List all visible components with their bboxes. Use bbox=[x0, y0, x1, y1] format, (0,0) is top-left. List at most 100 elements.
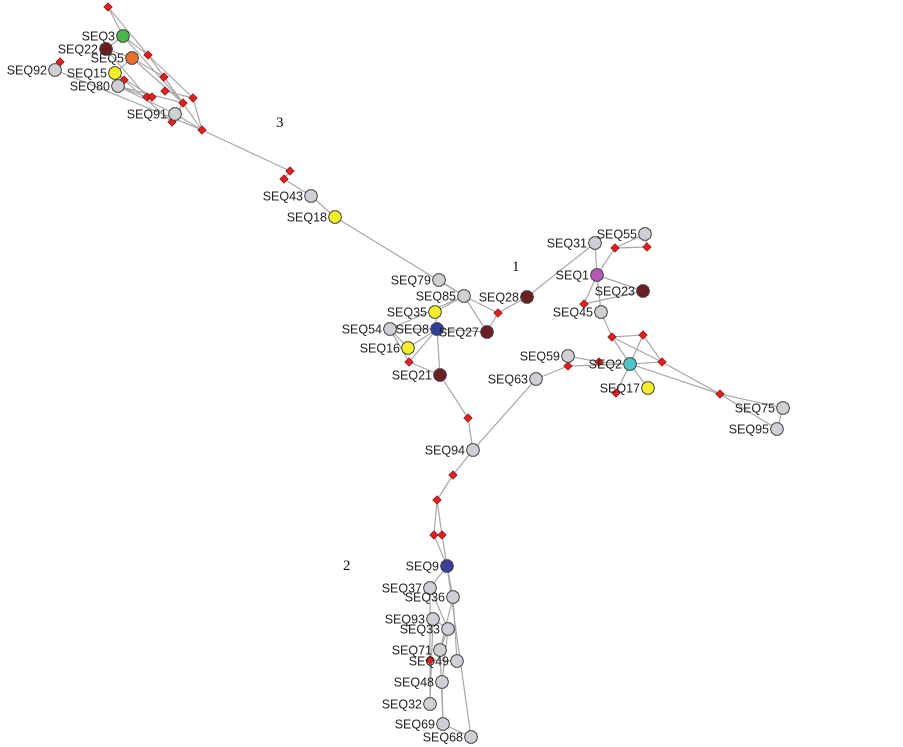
node-marker bbox=[110, 79, 126, 93]
node-label: SEQ43 bbox=[263, 190, 303, 204]
edge-j20-j21 bbox=[611, 334, 644, 338]
node-label: SEQ23 bbox=[595, 285, 635, 299]
node-label: SEQ31 bbox=[547, 237, 587, 251]
node-seq17[interactable]: SEQ17 bbox=[600, 381, 656, 396]
node-seq94[interactable]: SEQ94 bbox=[425, 443, 481, 458]
node-seq79[interactable]: SEQ79 bbox=[391, 273, 447, 288]
junction-node bbox=[638, 330, 648, 340]
node-seq95[interactable]: SEQ95 bbox=[729, 422, 785, 437]
node-seq16[interactable]: SEQ16 bbox=[360, 341, 416, 356]
node-marker bbox=[560, 349, 576, 363]
node-label: SEQ71 bbox=[392, 644, 432, 658]
node-label: SEQ17 bbox=[600, 382, 640, 396]
node-seq15[interactable]: SEQ15 bbox=[67, 66, 123, 81]
edge-SEQ8-SEQ27 bbox=[436, 328, 488, 333]
node-seq54[interactable]: SEQ54 bbox=[342, 322, 398, 337]
node-seq69[interactable]: SEQ69 bbox=[395, 717, 451, 732]
node-label: SEQ48 bbox=[394, 676, 434, 690]
node-seq23[interactable]: SEQ23 bbox=[595, 284, 651, 299]
node-marker bbox=[434, 675, 450, 689]
node-seq68[interactable]: SEQ68 bbox=[423, 730, 479, 745]
junction-node bbox=[425, 655, 435, 665]
node-seq63[interactable]: SEQ63 bbox=[488, 372, 544, 387]
edge-j19-SEQ23 bbox=[583, 290, 644, 305]
node-label: SEQ54 bbox=[342, 323, 382, 337]
node-marker bbox=[327, 210, 343, 224]
node-label: SEQ33 bbox=[400, 623, 440, 637]
edge-SEQ2-j26 bbox=[629, 363, 721, 395]
junction-node bbox=[594, 357, 604, 367]
edge-SEQ63-SEQ94 bbox=[472, 378, 537, 451]
node-seq32[interactable]: SEQ32 bbox=[382, 697, 438, 712]
junction-node bbox=[611, 388, 621, 398]
node-seq31[interactable]: SEQ31 bbox=[547, 236, 603, 251]
node-seq85[interactable]: SEQ85 bbox=[416, 289, 472, 304]
edge-SEQ3-j9 bbox=[122, 35, 184, 104]
node-seq48[interactable]: SEQ48 bbox=[394, 675, 450, 690]
node-label: SEQ2 bbox=[589, 358, 622, 372]
node-marker bbox=[439, 559, 455, 573]
node-marker bbox=[587, 236, 603, 250]
node-seq37[interactable]: SEQ37 bbox=[382, 581, 438, 596]
node-seq27[interactable]: SEQ27 bbox=[439, 325, 495, 340]
node-seq75[interactable]: SEQ75 bbox=[735, 401, 791, 416]
node-marker bbox=[432, 643, 448, 657]
node-seq21[interactable]: SEQ21 bbox=[392, 368, 448, 383]
node-marker bbox=[431, 273, 447, 287]
node-seq33[interactable]: SEQ33 bbox=[400, 622, 456, 637]
junction-node bbox=[657, 357, 667, 367]
node-label: SEQ37 bbox=[382, 582, 422, 596]
node-label: SEQ59 bbox=[520, 350, 560, 364]
node-marker bbox=[382, 322, 398, 336]
junction-node bbox=[178, 98, 188, 108]
node-seq1[interactable]: SEQ1 bbox=[556, 268, 605, 283]
node-marker bbox=[429, 322, 445, 336]
node-seq3[interactable]: SEQ3 bbox=[82, 29, 131, 44]
junction-node bbox=[432, 495, 442, 505]
node-seq80[interactable]: SEQ80 bbox=[70, 79, 126, 94]
node-seq59[interactable]: SEQ59 bbox=[520, 349, 576, 364]
cluster-label-3: 3 bbox=[276, 115, 284, 131]
edge-j22-j26 bbox=[661, 361, 721, 395]
node-marker bbox=[528, 372, 544, 386]
node-marker bbox=[435, 717, 451, 731]
node-seq5[interactable]: SEQ5 bbox=[91, 51, 140, 66]
edge-j21-j22 bbox=[642, 334, 663, 363]
edge-j12-j14 bbox=[201, 129, 291, 172]
node-marker bbox=[167, 107, 183, 121]
node-seq35[interactable]: SEQ35 bbox=[387, 305, 443, 320]
edge-SEQ85-SEQ27 bbox=[463, 295, 488, 333]
node-label: SEQ18 bbox=[287, 211, 327, 225]
junction-node bbox=[579, 299, 589, 309]
node-label: SEQ16 bbox=[360, 342, 400, 356]
node-marker bbox=[479, 325, 495, 339]
junction-node bbox=[103, 2, 113, 12]
node-seq49[interactable]: SEQ49 bbox=[409, 654, 465, 669]
node-seq8[interactable]: SEQ8 bbox=[396, 322, 445, 337]
node-seq71[interactable]: SEQ71 bbox=[392, 643, 448, 658]
node-seq2[interactable]: SEQ2 bbox=[589, 357, 638, 372]
junction-node bbox=[607, 332, 617, 342]
node-seq28[interactable]: SEQ28 bbox=[479, 290, 535, 305]
node-seq91[interactable]: SEQ91 bbox=[127, 107, 183, 122]
node-marker bbox=[593, 305, 609, 319]
node-seq36[interactable]: SEQ36 bbox=[405, 590, 461, 605]
node-seq92[interactable]: SEQ92 bbox=[7, 63, 63, 78]
node-marker bbox=[445, 590, 461, 604]
node-seq45[interactable]: SEQ45 bbox=[553, 305, 609, 320]
node-seq93[interactable]: SEQ93 bbox=[385, 612, 441, 627]
node-seq18[interactable]: SEQ18 bbox=[287, 210, 343, 225]
node-marker bbox=[115, 29, 131, 43]
node-seq22[interactable]: SEQ22 bbox=[58, 42, 114, 57]
node-seq9[interactable]: SEQ9 bbox=[406, 559, 455, 574]
junction-node bbox=[429, 530, 439, 540]
node-marker bbox=[640, 381, 656, 395]
junction-node bbox=[197, 125, 207, 135]
node-marker bbox=[432, 368, 448, 382]
junction-node bbox=[493, 308, 503, 318]
node-seq43[interactable]: SEQ43 bbox=[263, 189, 319, 204]
node-marker bbox=[622, 357, 638, 371]
edge-j26-SEQ95 bbox=[719, 393, 778, 430]
node-seq55[interactable]: SEQ55 bbox=[597, 227, 653, 242]
